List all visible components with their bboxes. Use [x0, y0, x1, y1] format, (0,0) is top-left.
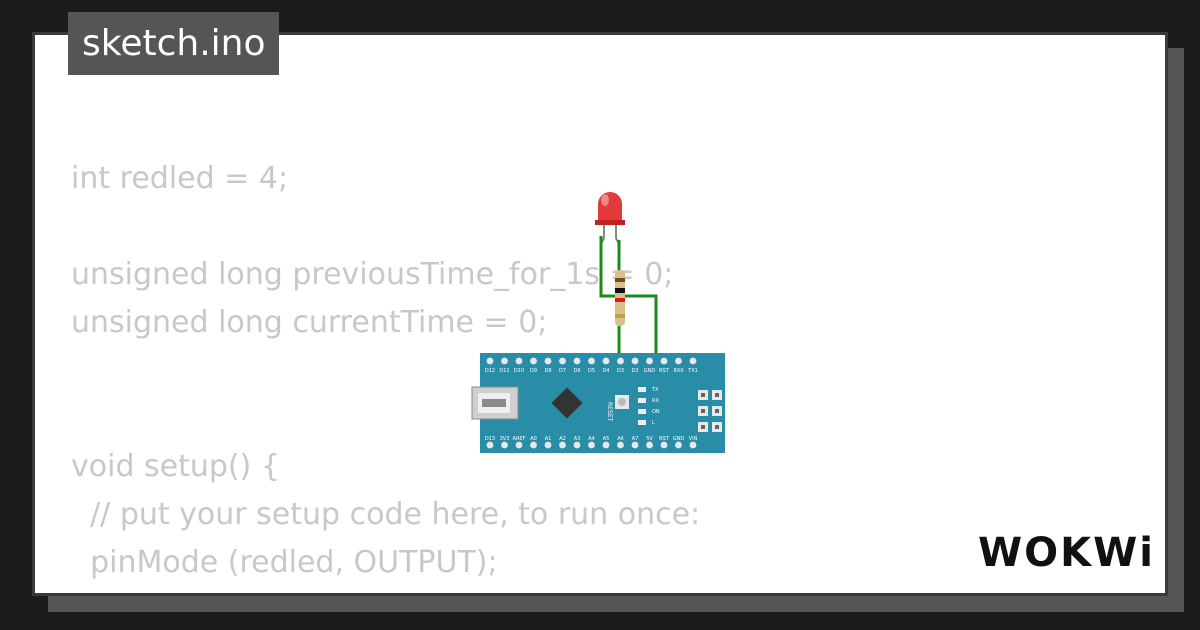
pin-label: D2	[631, 368, 638, 374]
pin-label: A6	[617, 436, 624, 442]
pin-label: VIN	[689, 436, 698, 442]
pin-label: A2	[559, 436, 566, 442]
pin-label: A5	[603, 436, 610, 442]
svg-text:WOKWi: WOKWi	[978, 530, 1152, 576]
pin-hole	[617, 441, 624, 449]
pin-label: RST	[659, 436, 670, 442]
led-label: ON	[652, 409, 660, 415]
pin-hole	[501, 441, 508, 449]
pin-label: 3V3	[500, 436, 510, 442]
pin-hole	[588, 357, 595, 365]
pin-hole	[689, 441, 697, 449]
pin-hole	[602, 357, 610, 365]
pin-hole	[675, 357, 682, 365]
pin-label: GND	[673, 436, 685, 442]
pin-label: D8	[544, 368, 551, 374]
code-line: Serial.begin(9600);	[71, 587, 700, 593]
pin-hole	[631, 357, 639, 365]
pin-hole	[559, 357, 566, 365]
preview-card: int redled = 4; unsigned long previousTim…	[32, 32, 1168, 596]
code-line: int redled = 4;	[71, 161, 289, 196]
pin-hole	[617, 357, 624, 365]
pin-hole	[515, 357, 523, 365]
pin-label: D4	[602, 368, 609, 374]
code-line: void setup() {	[71, 449, 280, 484]
pin-label: D3	[617, 368, 624, 374]
pin-hole	[602, 441, 610, 449]
pin-label: D11	[499, 368, 509, 374]
pin-label: A7	[632, 436, 639, 442]
pin-hole	[530, 441, 537, 449]
pin-label: A4	[588, 436, 595, 442]
wokwi-logo: WOKWi	[978, 530, 1152, 576]
pin-label: A1	[545, 436, 552, 442]
pin-hole	[689, 357, 697, 365]
pin-label: AREF	[513, 436, 526, 442]
pin-label: TX1	[687, 368, 698, 374]
code-line: pinMode (redled, OUTPUT);	[71, 545, 498, 580]
pin-label: D6	[573, 368, 580, 374]
code-line: unsigned long currentTime = 0;	[71, 305, 548, 340]
pin-hole	[660, 357, 668, 365]
led-label: L	[652, 420, 655, 426]
pin-hole	[559, 441, 566, 449]
pin-label: D7	[559, 368, 566, 374]
pin-hole	[631, 441, 639, 449]
pin-hole	[675, 441, 682, 449]
code-listing: int redled = 4; unsigned long previousTim…	[71, 155, 701, 593]
pin-hole	[501, 357, 508, 365]
pin-label: D10	[514, 368, 524, 374]
pin-hole	[660, 441, 668, 449]
led-label: TX	[651, 387, 659, 393]
code-line: unsigned long previousTime_for_1s = 0;	[71, 257, 674, 292]
svg-text:RESET: RESET	[606, 402, 613, 422]
pin-hole	[646, 357, 653, 365]
pin-hole	[573, 441, 581, 449]
pin-label: RST	[659, 368, 670, 374]
pin-hole	[646, 441, 653, 449]
pin-hole	[515, 441, 523, 449]
file-title: sketch.ino	[68, 12, 280, 75]
pin-hole	[544, 441, 552, 449]
resistor	[615, 270, 625, 360]
pin-label: A0	[530, 436, 537, 442]
led-label: RX	[652, 398, 659, 404]
pin-hole	[588, 441, 595, 449]
pin-label: D5	[588, 368, 595, 374]
pin-label: RX0	[673, 368, 683, 374]
pin-hole	[544, 357, 552, 365]
pin-label: 5V	[646, 436, 653, 442]
pin-label: D12	[485, 368, 495, 374]
code-line: // put your setup code here, to run once…	[71, 497, 701, 532]
pin-hole	[573, 357, 581, 365]
pin-hole	[486, 441, 494, 449]
pin-label: A3	[574, 436, 581, 442]
pin-hole	[486, 357, 494, 365]
pin-label: GND	[644, 368, 656, 374]
pin-hole	[530, 357, 537, 365]
pin-label: D13	[485, 436, 495, 442]
pin-label: D9	[530, 368, 537, 374]
gnd-wire	[599, 236, 658, 363]
